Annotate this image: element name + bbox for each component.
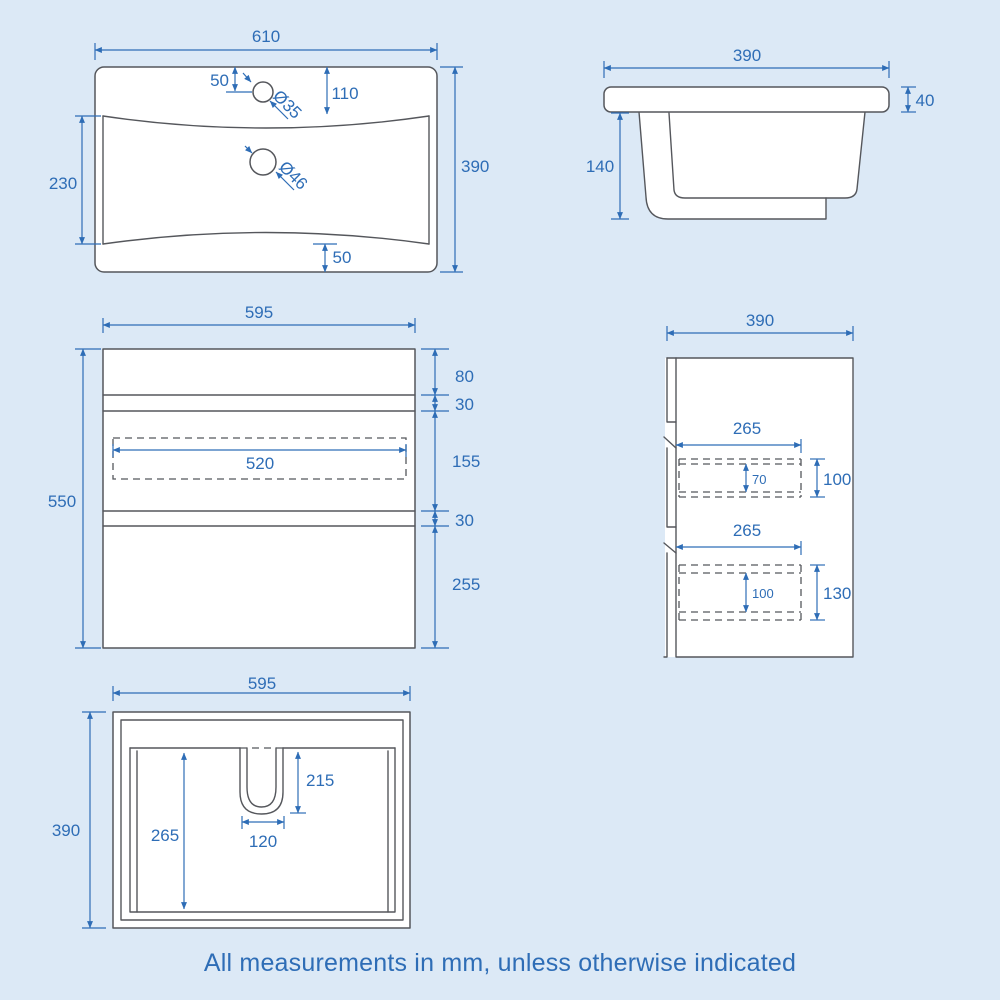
dim-cutout-depth: 215 — [306, 771, 334, 790]
dim-drawer-upper: 155 — [452, 452, 480, 471]
cabinet-side-fill — [665, 358, 853, 657]
cabinet-front-outline — [102, 348, 416, 649]
dim-gap-upper: 30 — [455, 395, 474, 414]
dim-basin-height: 390 — [461, 157, 489, 176]
dim-bottom-margin: 50 — [333, 248, 352, 267]
dim-inner-depth: 265 — [151, 826, 179, 845]
dim-top-panel: 80 — [455, 367, 474, 386]
dim-drawer-upper-height: 100 — [823, 470, 851, 489]
dimension-lines — [666, 326, 854, 621]
carcase-walls — [129, 747, 396, 913]
basin-rim-side — [603, 86, 890, 113]
dim-plan-depth: 390 — [52, 821, 80, 840]
dimension-lines — [75, 43, 463, 273]
measurement-note: All measurements in mm, unless otherwise… — [204, 949, 796, 977]
tap-hole — [252, 81, 274, 103]
drawer-recess-hidden — [112, 437, 407, 480]
dim-drawer-lower-inner: 100 — [752, 586, 774, 601]
dimension-lines — [603, 61, 916, 220]
dim-recess-width: 520 — [246, 454, 274, 473]
dim-gap-lower: 30 — [455, 511, 474, 530]
dimension-lines — [82, 686, 411, 929]
cabinet-front-view: 595 520 550 80 30 155 30 255 — [48, 303, 480, 649]
basin-side-outline — [638, 111, 866, 220]
cabinet-side-view: 390 265 70 100 265 100 130 — [663, 311, 854, 658]
dim-plan-width: 595 — [248, 674, 276, 693]
dim-cabinet-width: 595 — [245, 303, 273, 322]
dim-drawer-upper-inner: 70 — [752, 472, 766, 487]
dim-cabinet-height: 550 — [48, 492, 76, 511]
dim-rim-thickness: 40 — [916, 91, 935, 110]
cabinet-front-lines — [102, 394, 416, 527]
cabinet-plan-outline — [112, 711, 411, 929]
waste-hole — [249, 148, 277, 176]
dim-tap-offset: 50 — [210, 71, 229, 90]
dim-tap-inset: 110 — [331, 84, 358, 103]
dim-drawer-lower-depth: 265 — [733, 521, 761, 540]
dim-drawer-lower: 255 — [452, 575, 480, 594]
cabinet-plan-view: 595 390 215 120 265 — [52, 674, 411, 929]
dim-bowl-depth: 230 — [49, 174, 77, 193]
cabinet-side-outline — [675, 357, 854, 658]
dim-cutout-width: 120 — [249, 832, 277, 851]
drawer-front-edge — [663, 357, 677, 658]
dim-side-width: 390 — [733, 46, 761, 65]
cabinet-plan-inner-edge — [120, 719, 404, 921]
dim-drawer-upper-depth: 265 — [733, 419, 761, 438]
drawer-boxes-hidden — [678, 458, 802, 621]
dim-side-width: 390 — [746, 311, 774, 330]
dimension-lines — [75, 318, 449, 649]
dim-basin-width: 610 — [252, 27, 280, 46]
dim-bowl-depth-side: 140 — [586, 157, 614, 176]
basin-side-view: 390 40 140 — [586, 46, 935, 220]
basin-side-fill — [639, 112, 865, 219]
dim-drawer-lower-height: 130 — [823, 584, 851, 603]
basin-top-view: 610 50 110 Ø35 Ø46 230 390 50 — [49, 27, 489, 273]
basin-bowl-outline — [102, 115, 430, 245]
